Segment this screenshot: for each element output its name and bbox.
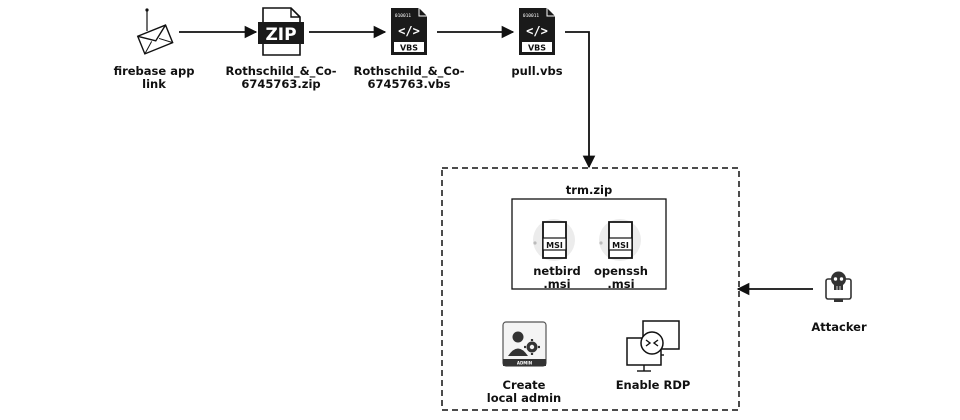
- admin-label-line2: local admin: [486, 391, 562, 405]
- admin-user-gear-icon: ADMIN: [502, 321, 547, 367]
- attacker-label: Attacker: [789, 321, 889, 334]
- pull-vbs-file-icon: 010011 </> VBS: [519, 8, 555, 55]
- zip-label: Rothschild_&_Co- 6745763.zip: [221, 65, 341, 91]
- email-label-line1: firebase app: [113, 64, 195, 78]
- trm-zip-title: trm.zip: [539, 184, 639, 197]
- admin-label: Create local admin: [474, 379, 574, 405]
- code-icon-text: </>: [526, 24, 548, 38]
- vbs-icon-text: VBS: [528, 44, 546, 53]
- email-icon: [136, 8, 174, 55]
- vbs-icon-text: VBS: [400, 44, 418, 53]
- netbird-label-line2: .msi: [543, 277, 571, 291]
- zip-icon-text: ZIP: [265, 25, 296, 45]
- attacker-label-line1: Attacker: [811, 320, 867, 334]
- vbs-label-line2: 6745763.vbs: [367, 77, 451, 91]
- zip-label-line2: 6745763.zip: [241, 77, 321, 91]
- openssh-label: openssh .msi: [581, 265, 661, 291]
- arrow-pull-to-trm: [565, 31, 596, 169]
- rdp-label-line1: Enable RDP: [615, 378, 691, 392]
- netbird-label-line1: netbird: [533, 264, 581, 278]
- rdp-label: Enable RDP: [603, 379, 703, 392]
- vbs-binary-text: 010011: [395, 13, 412, 19]
- remote-desktop-icon: [626, 320, 680, 372]
- email-label: firebase app link: [104, 65, 204, 91]
- admin-badge-text: ADMIN: [517, 361, 532, 366]
- code-icon-text: </>: [398, 24, 420, 38]
- vbs-binary-text: 010011: [523, 13, 540, 19]
- pull-vbs-label-line1: pull.vbs: [511, 64, 563, 78]
- zip-label-line1: Rothschild_&_Co-: [225, 64, 337, 78]
- netbird-msi-icon: MSI: [533, 219, 575, 261]
- zip-file-icon: ZIP: [258, 7, 304, 56]
- attacker-skull-icon: [825, 271, 852, 302]
- pull-vbs-label: pull.vbs: [487, 65, 587, 78]
- openssh-label-line1: openssh: [594, 264, 648, 278]
- vbs-label: Rothschild_&_Co- 6745763.vbs: [349, 65, 469, 91]
- trm-zip-title-text: trm.zip: [565, 183, 613, 197]
- email-label-line2: link: [142, 77, 166, 91]
- vbs-label-line1: Rothschild_&_Co-: [353, 64, 465, 78]
- openssh-label-line2: .msi: [607, 277, 635, 291]
- msi-icon-text: MSI: [612, 241, 629, 250]
- msi-icon-text: MSI: [546, 241, 563, 250]
- netbird-label: netbird .msi: [517, 265, 597, 291]
- openssh-msi-icon: MSI: [599, 219, 641, 261]
- vbs-file-icon: 010011 </> VBS: [391, 8, 427, 55]
- admin-label-line1: Create: [502, 378, 546, 392]
